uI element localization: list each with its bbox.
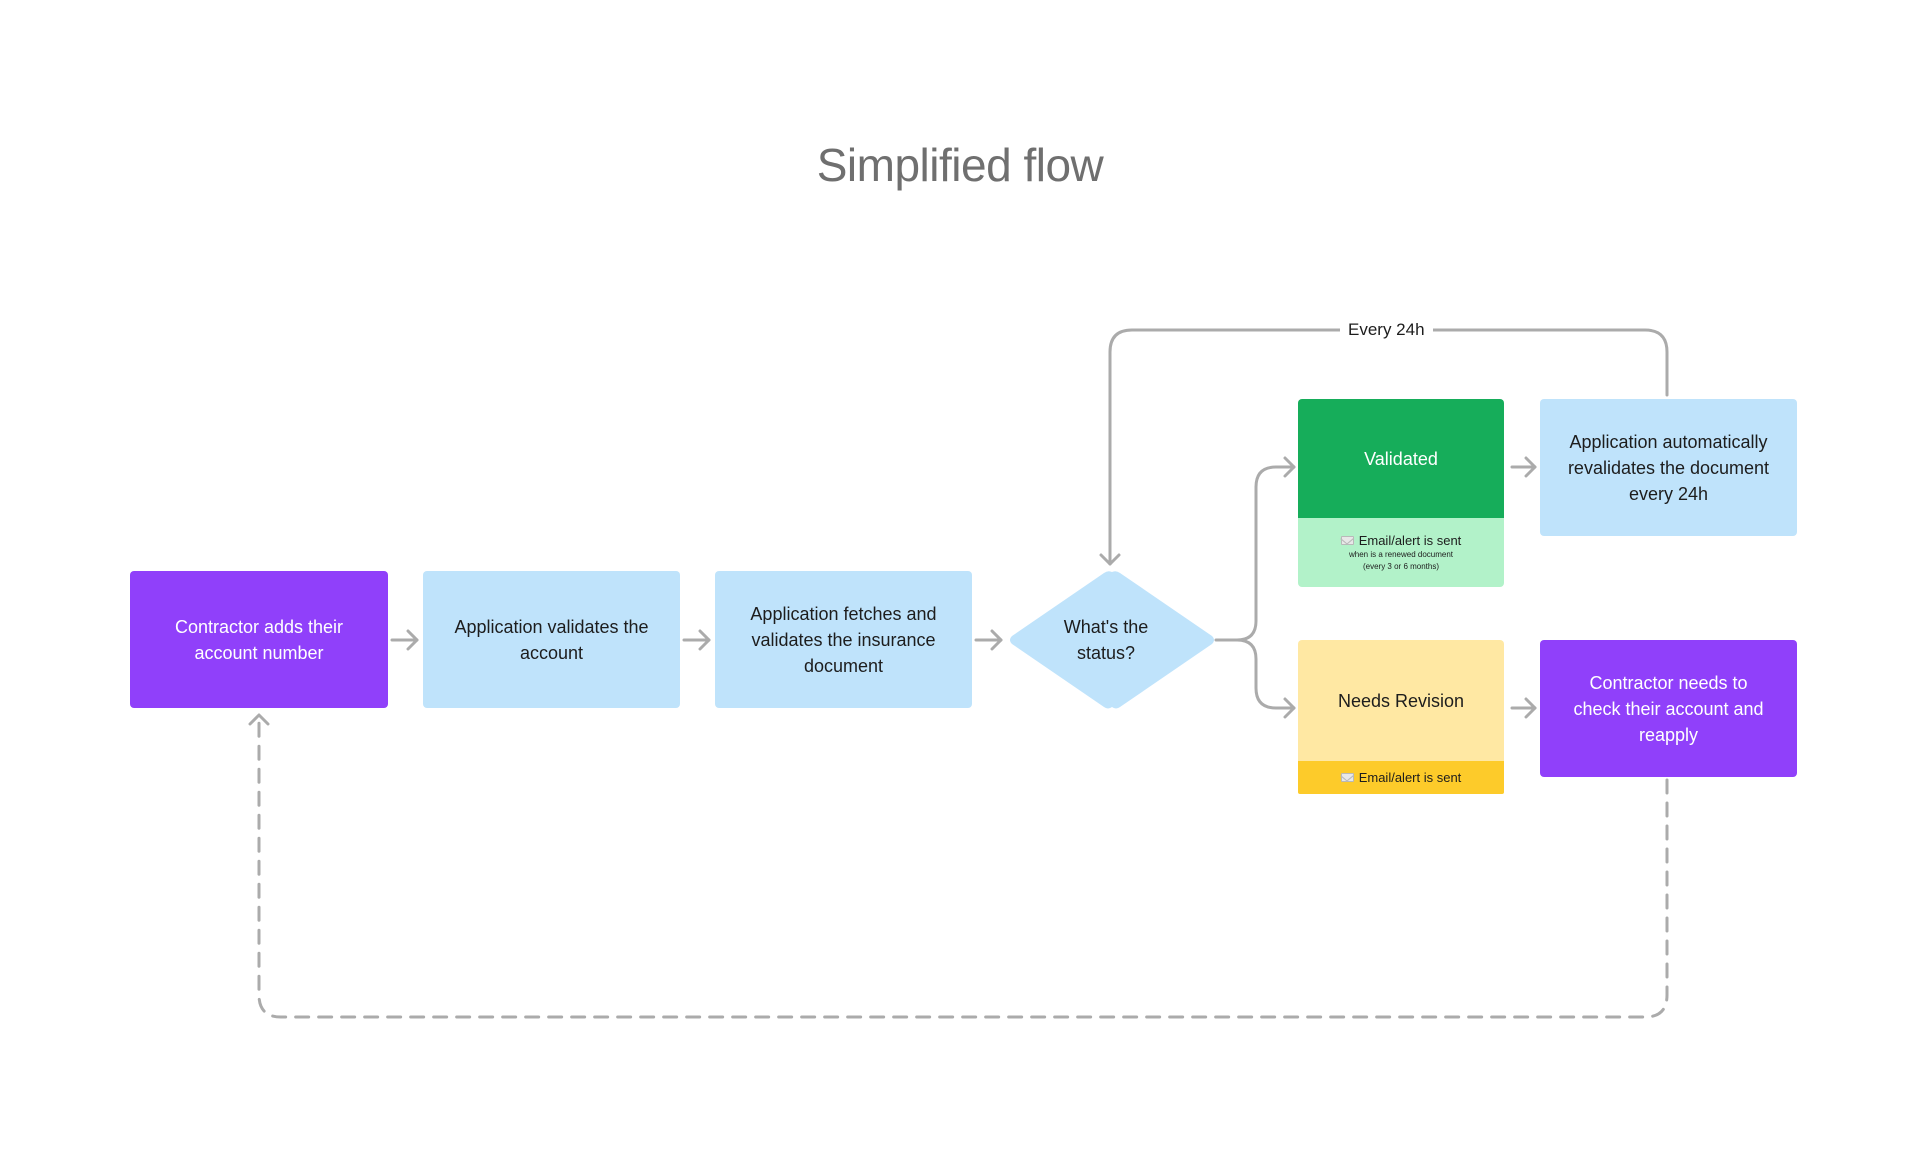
- node-fetch-document[interactable]: Application fetches and validates the in…: [715, 571, 972, 708]
- decision-label: What's the status?: [1063, 617, 1149, 663]
- validated-alert-detail-2: (every 3 or 6 months): [1362, 562, 1440, 571]
- loop-reapply-arrowhead: [248, 713, 270, 726]
- arrow-revision-to-reapply: [1510, 697, 1537, 719]
- revision-alert-text: Email/alert is sent: [1358, 770, 1462, 785]
- arrow-start-to-validate: [390, 629, 419, 651]
- arrow-decision-to-needs-revision: [1235, 638, 1296, 719]
- arrow-validated-to-revalidate: [1510, 456, 1537, 478]
- node-auto-revalidate[interactable]: Application automatically revalidates th…: [1540, 399, 1797, 536]
- node-needs-revision[interactable]: Needs Revision: [1298, 640, 1504, 761]
- validated-alert-banner: Email/alert is sent when is a renewed do…: [1298, 518, 1504, 587]
- node-contractor-adds-account[interactable]: Contractor adds their account number: [130, 571, 388, 708]
- arrow-fetch-to-decision: [974, 629, 1003, 651]
- diagram-title: Simplified flow: [816, 139, 1104, 191]
- node-contractor-reapply[interactable]: Contractor needs to check their account …: [1540, 640, 1797, 777]
- loop-reapply-to-start: [257, 714, 1669, 1019]
- node-validate-account[interactable]: Application validates the account: [423, 571, 680, 708]
- loop-label: Every 24h: [1340, 319, 1433, 341]
- validated-alert-detail-1: when is a renewed document: [1348, 550, 1454, 559]
- revision-alert-banner: Email/alert is sent: [1298, 761, 1504, 794]
- node-validated[interactable]: Validated: [1298, 399, 1504, 518]
- envelope-icon: [1340, 536, 1354, 545]
- validated-alert-text: Email/alert is sent: [1358, 533, 1462, 548]
- arrow-validate-to-fetch: [682, 629, 711, 651]
- envelope-icon: [1340, 773, 1354, 782]
- node-status-decision[interactable]: [1006, 570, 1218, 710]
- arrow-decision-to-validated: [1214, 456, 1296, 642]
